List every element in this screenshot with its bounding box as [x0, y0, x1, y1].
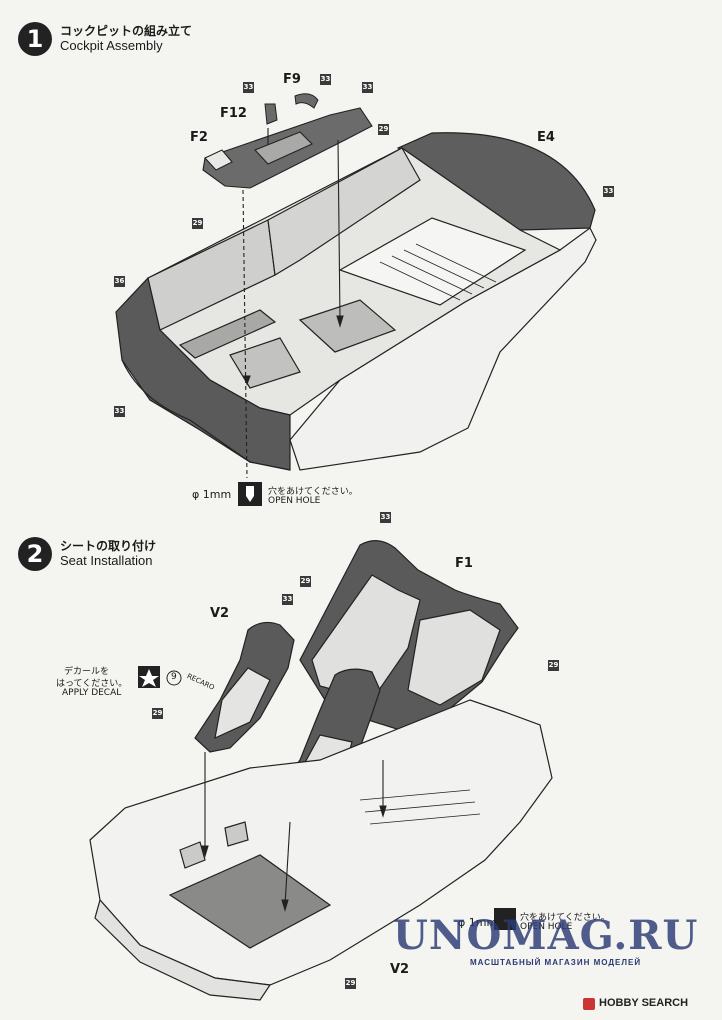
- seat-installation-tub: [89, 699, 553, 1001]
- color-code-29: 29: [548, 660, 559, 671]
- decal-text-jp-1: デカールを: [64, 667, 110, 677]
- center-console-f2: [202, 107, 373, 189]
- step1-title-en: Cockpit Assembly: [60, 38, 163, 53]
- decal-text-en: APPLY DECAL: [62, 688, 122, 698]
- unomag-watermark: UNOMAG.RU: [393, 912, 699, 959]
- color-code-33: 33: [362, 82, 373, 93]
- part-label-f1: F1: [455, 556, 473, 571]
- part-label-e4: E4: [537, 130, 555, 145]
- color-code-33: 33: [603, 186, 614, 197]
- shifter-f12: [264, 103, 278, 125]
- hole-size-label: φ 1mm: [458, 916, 498, 929]
- step2-number: 2: [18, 537, 52, 571]
- color-code-29: 29: [345, 978, 356, 989]
- step2-title-jp: シートの取り付け: [60, 539, 157, 553]
- color-code-33: 33: [380, 512, 391, 523]
- handbrake-f9: [294, 93, 319, 109]
- cockpit-tub: [115, 132, 597, 471]
- decal-text-jp-2: はってください。: [56, 679, 128, 689]
- color-code-33: 33: [282, 594, 293, 605]
- part-label-v2: V2: [390, 962, 410, 977]
- part-label-f12: F12: [220, 106, 247, 121]
- part-label-f2: F2: [190, 130, 208, 145]
- open-hole-en: OPEN HOLE: [520, 922, 573, 932]
- hobby-search-brand: HOBBY SEARCH: [599, 997, 689, 1009]
- step1-title-jp: コックピットの組み立て: [60, 24, 193, 38]
- color-code-33: 33: [243, 82, 254, 93]
- open-hole-jp: 穴をあけてください。: [268, 487, 358, 497]
- open-hole-jp: 穴をあけてください。: [520, 913, 610, 923]
- color-code-29: 29: [300, 576, 311, 587]
- color-code-33: 33: [114, 406, 125, 417]
- unomag-watermark-sub: МАСШТАБНЫЙ МАГАЗИН МОДЕЛЕЙ: [470, 958, 642, 967]
- step2-title-en: Seat Installation: [60, 553, 153, 568]
- part-label-v2: V2: [210, 606, 230, 621]
- color-code-29: 29: [192, 218, 203, 229]
- part-label-f9: F9: [283, 72, 301, 87]
- left-front-seat-v2: [194, 621, 295, 753]
- color-code-33: 33: [320, 74, 331, 85]
- step1-number: 1: [18, 22, 52, 56]
- open-hole-en: OPEN HOLE: [268, 496, 321, 506]
- decal-number: 9: [171, 672, 177, 682]
- color-code-36: 36: [114, 276, 125, 287]
- hole-size-label: φ 1mm: [192, 488, 232, 501]
- color-code-29: 29: [152, 708, 163, 719]
- color-code-29: 29: [378, 124, 389, 135]
- hobby-search-logo-icon: [583, 998, 595, 1010]
